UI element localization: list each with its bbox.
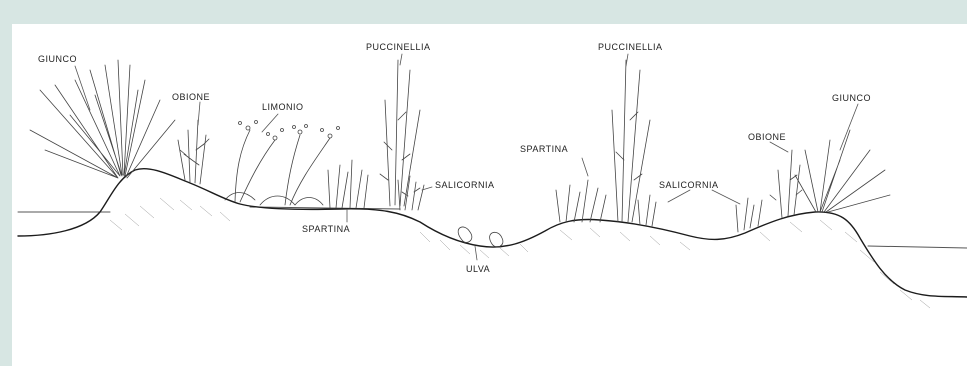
label-salicornia-left: SALICORNIA [435, 180, 495, 190]
puccinellia-left-plant [380, 60, 420, 206]
spartina-right-plant [556, 180, 606, 222]
spartina-left-plant [328, 160, 368, 208]
limonio-plant [225, 121, 340, 206]
label-salicornia-right: SALICORNIA [659, 180, 719, 190]
label-puccinellia-left: PUCCINELLIA [366, 42, 431, 52]
label-ulva: ULVA [466, 264, 490, 274]
label-puccinellia-right: PUCCINELLIA [598, 42, 663, 52]
water-line-right [868, 246, 967, 248]
label-obione-left: OBIONE [172, 92, 210, 102]
puccinellia-right-plant [612, 60, 650, 222]
label-obione-right: OBIONE [748, 132, 786, 142]
obione-left-plant [178, 120, 209, 184]
giunco-right-plant [795, 130, 890, 212]
ulva-algae [458, 227, 503, 247]
label-leader-lines [75, 54, 858, 260]
obione-right-plant [770, 150, 802, 218]
giunco-left-plant [30, 60, 175, 178]
salicornia-right-plant [638, 195, 762, 232]
label-giunco-right: GIUNCO [832, 93, 871, 103]
label-giunco-left: GIUNCO [38, 54, 77, 64]
label-limonio: LIMONIO [262, 102, 304, 112]
soil-hatching [110, 198, 930, 308]
label-spartina-right: SPARTINA [520, 144, 568, 154]
label-spartina-bottom: SPARTINA [302, 224, 350, 234]
